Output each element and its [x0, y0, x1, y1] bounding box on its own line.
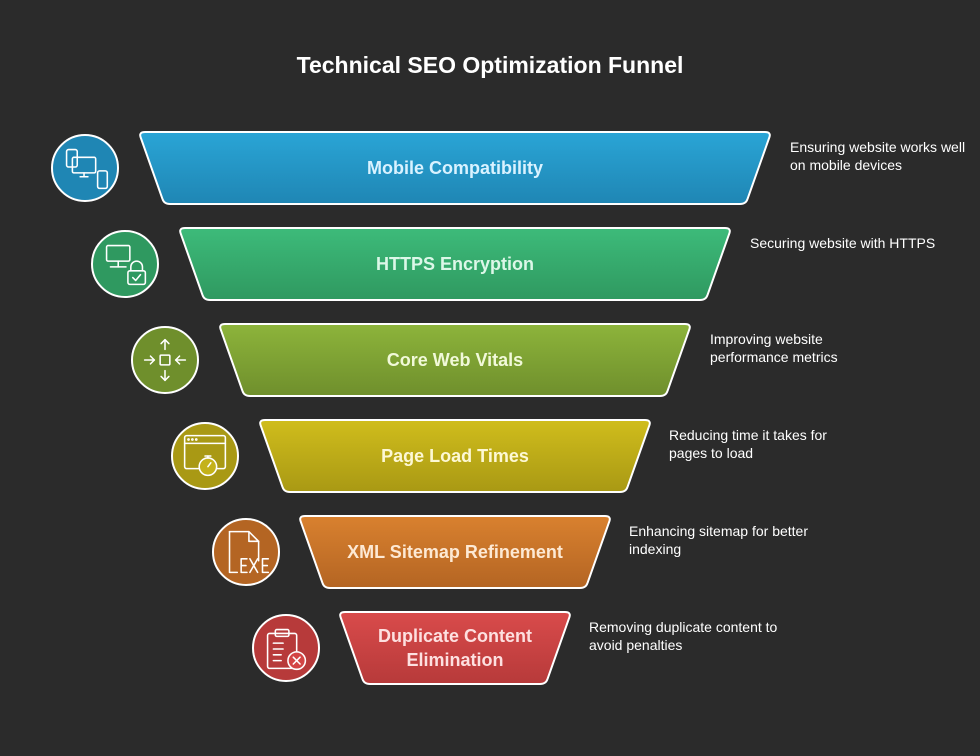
funnel-layer-label-line: XML Sitemap Refinement	[347, 542, 563, 562]
funnel-layer-label-3: Core Web Vitals	[219, 324, 691, 396]
clipboard-remove-icon	[252, 614, 320, 682]
funnel-layer-label-line: Page Load Times	[381, 446, 529, 466]
funnel-layer-4	[259, 419, 651, 493]
funnel-layer-label-line: Core Web Vitals	[386, 350, 524, 370]
stage-description-3: Improving website performance metrics	[710, 331, 838, 365]
devices-icon	[51, 134, 119, 202]
funnel-layer-1	[139, 131, 771, 205]
browser-stopwatch-icon	[171, 422, 239, 490]
funnel-layer-label-line: Elimination	[406, 650, 504, 670]
stage-description-2: Securing website with HTTPS	[750, 235, 936, 251]
funnel-layer-label-line: HTTPS Encryption	[375, 254, 534, 274]
arrows-inward-icon	[131, 326, 199, 394]
funnel-layer-label-2: HTTPS Encryption	[179, 228, 731, 300]
funnel-layer-label-4: Page Load Times	[259, 420, 651, 492]
funnel-layer-label-1: Mobile Compatibility	[139, 132, 771, 204]
stage-description-6: Removing duplicate content to avoid pena…	[589, 619, 778, 653]
funnel-layer-label-5: XML Sitemap Refinement	[299, 516, 611, 588]
stage-description-5: Enhancing sitemap for better indexing	[629, 523, 808, 557]
funnel-layer-6	[339, 611, 571, 685]
exe-file-icon	[212, 518, 280, 586]
funnel-layer-label-line: Duplicate Content	[377, 626, 532, 646]
funnel-layer-2	[179, 227, 731, 301]
stage-description-1: Ensuring website works well on mobile de…	[790, 139, 966, 173]
funnel-layer-3	[219, 323, 691, 397]
funnel-layer-label-line: Mobile Compatibility	[366, 158, 543, 178]
funnel-layer-5	[299, 515, 611, 589]
stage-description-4: Reducing time it takes for pages to load	[669, 427, 827, 461]
secure-computer-lock-icon	[91, 230, 159, 298]
diagram-title: Technical SEO Optimization Funnel	[296, 52, 684, 78]
